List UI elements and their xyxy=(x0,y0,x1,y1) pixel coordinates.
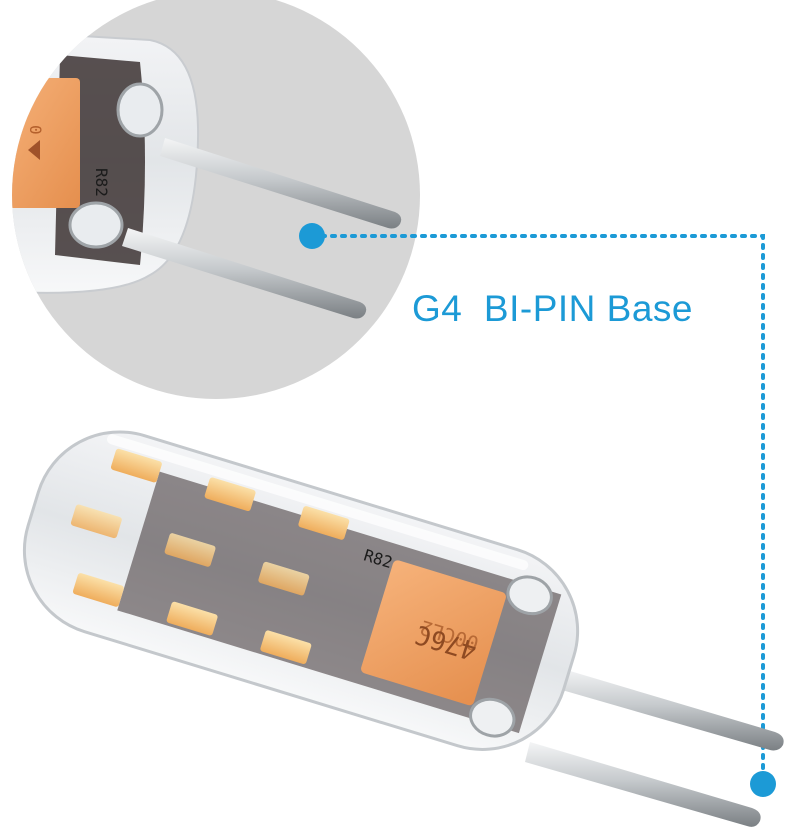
led-chip xyxy=(260,630,312,665)
zoom-pin-bottom xyxy=(122,228,367,319)
bulb-pin-top xyxy=(555,668,784,751)
dot-icon xyxy=(299,223,325,249)
led-chip-row-middle xyxy=(70,504,310,596)
bulb-capacitor xyxy=(361,560,506,706)
led-bulb: 00CL2 476C R82 xyxy=(22,430,784,827)
led-chip xyxy=(204,477,256,512)
solder-dome-top xyxy=(506,575,553,616)
led-chip xyxy=(298,506,350,540)
led-chip xyxy=(70,504,122,539)
led-chip-row-bottom xyxy=(72,573,312,665)
zoom-detail: 0 R82 xyxy=(12,0,420,399)
zoom-pin-top xyxy=(160,138,402,229)
callout xyxy=(299,223,776,797)
zoom-solder-bottom xyxy=(68,201,124,249)
zoom-capacitor-mark: 0 xyxy=(26,125,45,135)
led-chip xyxy=(166,601,218,636)
led-chip-row-top xyxy=(110,448,350,540)
bulb-highlight xyxy=(107,434,529,571)
base-type-caption: G4 BI-PIN Base xyxy=(412,288,693,329)
led-chip xyxy=(110,448,162,483)
led-chip xyxy=(258,561,310,596)
callout-dotted-line xyxy=(310,234,765,785)
zoom-solder-top xyxy=(116,82,164,138)
zoom-resistor-code: R82 xyxy=(92,168,111,197)
led-chip xyxy=(164,533,216,567)
bulb-pin-bottom xyxy=(525,742,761,827)
solder-dome-bottom xyxy=(469,697,516,738)
zoom-capacitor-arrow xyxy=(28,140,40,160)
led-chip xyxy=(72,573,124,607)
dot-icon xyxy=(750,771,776,797)
